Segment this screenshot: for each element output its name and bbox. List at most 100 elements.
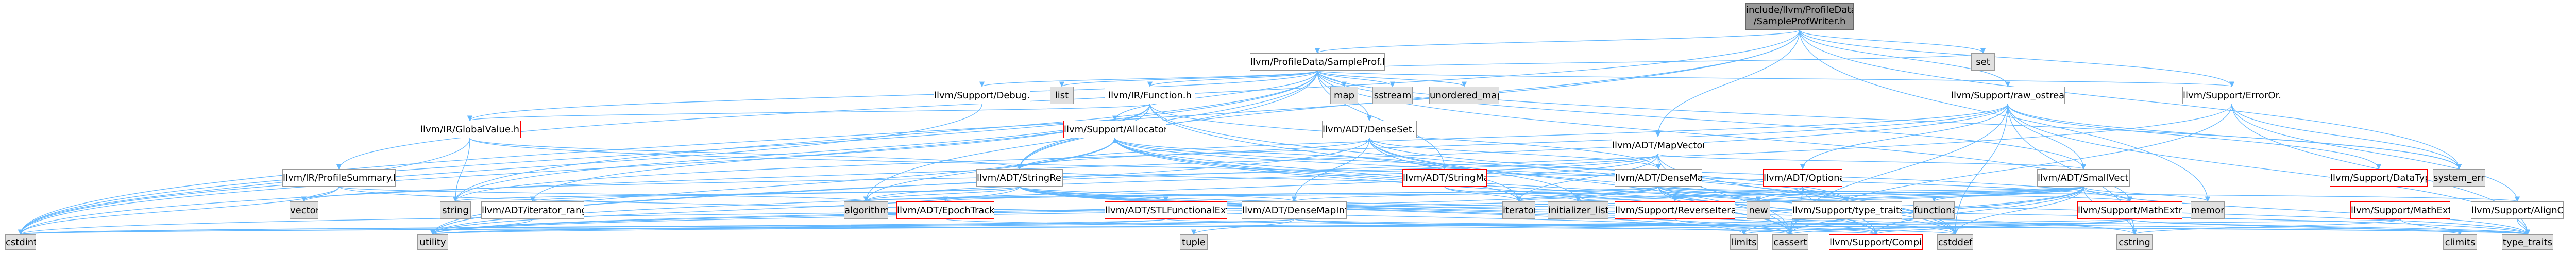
node-function[interactable]: llvm/IR/Function.h xyxy=(1105,87,1195,104)
edge-sampleprof-to-globalvalue xyxy=(467,70,1318,122)
node-std-cstdint[interactable]: cstdint xyxy=(5,234,36,250)
node-mathextras-support[interactable]: llvm/Support/MathExtras.h xyxy=(2350,201,2450,219)
edge-stlfunctional-to-std_utility xyxy=(430,218,1166,235)
edge-globalvalue-to-std_cstdint xyxy=(18,138,470,235)
node-datatypes[interactable]: llvm/Support/DataTypes.h xyxy=(2330,169,2428,187)
node-profilesummary[interactable]: llvm/IR/ProfileSummary.h xyxy=(282,169,396,187)
edge-densemap-to-mathextras xyxy=(1658,186,2132,202)
node-std-functional[interactable]: functional xyxy=(1913,201,1955,219)
edge-debug-to-std_cstdint xyxy=(18,104,982,235)
edge-root-to-erroror xyxy=(1799,29,2235,88)
edge-sampleprof-to-std_list xyxy=(1059,70,1318,88)
node-std-climits[interactable]: climits xyxy=(2443,234,2477,250)
node-allocator[interactable]: llvm/Support/Allocator.h xyxy=(1063,121,1166,138)
edge-mathextras-to-std_limits xyxy=(1741,218,2130,235)
node-std-string[interactable]: string xyxy=(440,201,471,219)
edge-sampleprof-to-erroror xyxy=(1317,70,2234,88)
node-std-unordered-map[interactable]: unordered_map xyxy=(1429,87,1499,104)
edge-sampleprof-to-std_system_error xyxy=(1317,70,2462,170)
edge-sampleprof-to-smallvector xyxy=(1317,70,2087,170)
edge-mathextras_llvm-to-std_climits xyxy=(2400,218,2463,235)
node-denseset[interactable]: llvm/ADT/DenseSet.h xyxy=(1322,121,1417,138)
edge-raw_ostream-to-std_cstddef xyxy=(1952,104,2008,235)
node-alignof[interactable]: llvm/Support/AlignOf.h xyxy=(2471,201,2564,219)
edge-reverseiteration-to-compiler xyxy=(1674,218,1878,235)
edge-globalvalue-to-mathextras xyxy=(469,138,2132,202)
node-std-type-traits[interactable]: type_traits xyxy=(2502,234,2553,250)
node-smallvector[interactable]: llvm/ADT/SmallVector.h xyxy=(2037,169,2130,187)
node-std-map[interactable]: map xyxy=(1330,87,1358,104)
edge-mathextras-to-compiler xyxy=(1873,218,2130,235)
node-densemap[interactable]: llvm/ADT/DenseMap.h xyxy=(1615,169,1702,187)
node-erroror[interactable]: llvm/Support/ErrorOr.h xyxy=(2182,87,2281,104)
edge-globalvalue-to-stringref xyxy=(469,138,1022,170)
edge-stringref-to-std_utility xyxy=(430,186,1020,235)
node-mathextras[interactable]: llvm/Support/MathExtras.h xyxy=(2077,201,2182,219)
edge-profilesummary-to-std_cstdint xyxy=(18,186,340,235)
node-densemapinfo[interactable]: llvm/ADT/DenseMapInfo.h xyxy=(1242,201,1347,219)
node-std-system-error[interactable]: system_error xyxy=(2433,169,2485,187)
edge-stringref-to-stlfunctional xyxy=(1019,186,1169,202)
edge-root-to-raw_ostream xyxy=(1799,29,2011,88)
edge-sampleprof-to-std_cstdint xyxy=(18,70,1318,235)
node-std-memory[interactable]: memory xyxy=(2191,201,2225,219)
node-reverseiteration[interactable]: llvm/Support/ReverseIteration.h xyxy=(1615,201,1735,219)
node-std-iterator[interactable]: iterator xyxy=(1502,201,1535,219)
node-debug[interactable]: llvm/Support/Debug.h xyxy=(934,87,1030,104)
edge-sampleprof-to-allocator xyxy=(1112,70,1318,122)
node-std-cstring[interactable]: cstring xyxy=(2116,234,2153,250)
node-stringref[interactable]: llvm/ADT/StringRef.h xyxy=(976,169,1063,187)
edge-erroror-to-alignof xyxy=(2231,104,2520,202)
edge-root-to-sampleprof xyxy=(1315,29,1800,54)
edge-densemap-to-std_algorithm xyxy=(863,186,1659,202)
node-epochtracker[interactable]: llvm/ADT/EpochTracker.h xyxy=(896,201,994,219)
edge-smallvector-to-compiler xyxy=(1873,186,2084,235)
node-stlfunctional[interactable]: llvm/ADT/STLFunctionalExtras.h xyxy=(1105,201,1227,219)
edge-stringref-to-compiler xyxy=(1019,186,1878,235)
node-std-initializer-list[interactable]: initializer_list xyxy=(1548,201,1608,219)
edge-erroror-to-std_system_error xyxy=(2231,104,2462,170)
edge-profilesummary-to-std_vector xyxy=(301,186,340,202)
edge-densemap-to-alignof xyxy=(1658,186,2520,202)
node-raw-ostream[interactable]: llvm/Support/raw_ostream.h xyxy=(1951,87,2065,104)
node-std-set[interactable]: set xyxy=(1971,53,1995,71)
edge-root-to-mapvector xyxy=(1655,29,1800,138)
node-std-tuple[interactable]: tuple xyxy=(1180,234,1208,250)
edge-iterator_range-to-std_utility xyxy=(430,218,533,235)
node-globalvalue[interactable]: llvm/IR/GlobalValue.h xyxy=(419,121,521,138)
node-mapvector[interactable]: llvm/ADT/MapVector.h xyxy=(1612,137,1704,154)
edge-densemap-to-std_new xyxy=(1658,186,1761,202)
edge-function-to-globalvalue xyxy=(467,104,1150,122)
edge-mathextras-to-std_type_traits xyxy=(2129,218,2530,235)
node-std-limits[interactable]: limits xyxy=(1730,234,1758,250)
edge-root-to-std_system_error xyxy=(1799,29,2462,170)
node-std-cassert[interactable]: cassert xyxy=(1772,234,1808,250)
node-std-cstddef[interactable]: cstddef xyxy=(1937,234,1973,250)
edge-stringref-to-std_type_traits xyxy=(1019,186,2530,235)
node-stringmap[interactable]: llvm/ADT/StringMap.h xyxy=(1402,169,1487,187)
node-root-header[interactable]: include/llvm/ProfileData /SampleProfWrit… xyxy=(1745,3,1854,30)
edge-denseset-to-densemap xyxy=(1369,138,1662,170)
node-std-sstream[interactable]: sstream xyxy=(1372,87,1413,104)
root-path-line2: /SampleProfWriter.h xyxy=(1753,16,1846,27)
node-type-traits-llvm[interactable]: llvm/Support/type_traits.h xyxy=(1792,201,1902,219)
edge-densemapinfo-to-std_cstddef xyxy=(1294,218,1958,235)
node-std-vector[interactable]: vector xyxy=(290,201,318,219)
node-std-utility[interactable]: utility xyxy=(417,234,448,250)
edge-stlfunctional-to-std_cstdint xyxy=(19,218,1166,235)
node-std-new[interactable]: new xyxy=(1747,201,1770,219)
edge-mathextras_llvm-to-std_cstdint xyxy=(19,218,2401,235)
edge-function-to-std_cstddef xyxy=(1149,104,1958,235)
edge-alignof-to-std_type_traits xyxy=(2517,218,2531,235)
node-std-list[interactable]: list xyxy=(1050,87,1074,104)
node-std-algorithm[interactable]: algorithm xyxy=(844,201,888,219)
edge-type_traits_llvm-to-std_utility xyxy=(431,218,1848,235)
node-optional[interactable]: llvm/ADT/Optional.h xyxy=(1763,169,1842,187)
node-sampleprof[interactable]: llvm/ProfileData/SampleProf.h xyxy=(1250,53,1385,71)
node-iterator-range[interactable]: llvm/ADT/iterator_range.h xyxy=(481,201,584,219)
edge-allocator-to-std_cstddef xyxy=(1114,138,1958,235)
edge-densemapinfo-to-std_cassert xyxy=(1294,218,1793,235)
edge-raw_ostream-to-stringref xyxy=(1017,104,2008,170)
node-compiler[interactable]: llvm/Support/Compiler.h xyxy=(1829,234,1923,250)
